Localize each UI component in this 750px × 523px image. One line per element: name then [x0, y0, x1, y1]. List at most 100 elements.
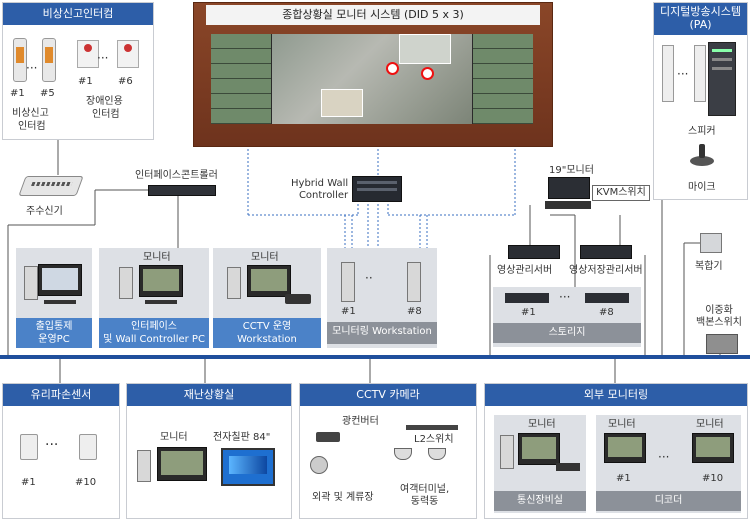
workstation-num-1: #1 [341, 306, 356, 317]
glass-sensor-icon [79, 434, 97, 460]
cctv-workstation-panel: 모니터 CCTV 운영 Workstation [213, 248, 321, 348]
decoder-label: 디코더 [596, 491, 741, 511]
storage-panel: ··· #1 #8 스토리지 [493, 287, 641, 347]
l2-switch-device-icon [406, 425, 458, 430]
storage-num-1: #1 [521, 307, 536, 318]
optical-converter-label: 광컨버터 [342, 416, 379, 427]
backbone-label: 이중화 백본스위치 [696, 305, 742, 328]
disaster-room-panel: 재난상황실 모니터 전자칠판 84" [126, 383, 292, 519]
smart-board-icon [221, 448, 275, 486]
cctv-camera-panel: CCTV 카메라 광컨버터 L2스위치 외곽 및 계류장 여객터미널, 동력동 [299, 383, 477, 519]
interface-controller-icon [148, 185, 216, 196]
video-wall-title: 종합상황실 모니터 시스템 (DID 5 x 3) [206, 5, 540, 25]
access-control-label: 출입통제 운영PC [16, 318, 92, 348]
monitor19-label: 19"모니터 [549, 165, 594, 176]
speaker-icon [662, 45, 674, 102]
interface-controller-label: 인터페이스콘트롤러 [135, 170, 218, 181]
monitor-icon [139, 265, 183, 297]
decoder-monitor-label-1: 모니터 [608, 419, 636, 430]
smart-board-label: 전자칠판 84" [213, 432, 271, 443]
monitor-icon [157, 447, 207, 481]
accessible-label-2: 인터컴 [92, 109, 120, 120]
ptz-controller-icon [556, 463, 580, 471]
external-monitoring-title: 외부 모니터링 [485, 384, 747, 406]
emergency-intercom-panel: 비상신고인터컴 [2, 2, 154, 140]
workstation-dots: ·· [365, 271, 373, 285]
network-bus [0, 355, 750, 359]
pc-tower-icon [227, 267, 241, 299]
access-control-panel: 출입통제 운영PC [16, 248, 92, 348]
glass-num-10: #10 [75, 477, 97, 488]
speaker-label: 스피커 [688, 126, 716, 137]
microphone-icon [688, 144, 716, 168]
comm-room-panel: 모니터 통신장비실 [494, 415, 586, 513]
server-rack-icon [508, 245, 560, 259]
emergency-intercom-title: 비상신고인터컴 [3, 3, 153, 25]
server-rack-icon [580, 245, 632, 259]
video-mgmt-server-label: 영상관리서버 [497, 265, 553, 276]
storage-unit-icon [505, 293, 549, 303]
hybrid-wall-label: Hybrid Wall Controller [291, 178, 349, 201]
microphone-label: 마이크 [688, 182, 716, 193]
printer-label: 복합기 [695, 261, 723, 272]
pc-tower-icon [341, 262, 355, 302]
decoder-num-1: #1 [616, 473, 631, 484]
dome-camera-icon [394, 448, 412, 460]
accessible-num-1: #1 [78, 76, 93, 87]
kvm-switch-label: KVM스위치 [592, 185, 650, 201]
intercom-device-icon [13, 38, 27, 82]
glass-num-1: #1 [21, 477, 36, 488]
fixed-camera-icon [316, 432, 340, 442]
intercom-num-1: #1 [10, 88, 25, 99]
pc-tower-icon [24, 266, 38, 300]
intercom-label-2: 인터컴 [18, 121, 46, 132]
intercom-dots: ··· [26, 61, 38, 75]
hybrid-wall-controller-icon [352, 176, 402, 202]
monitor-label: 모니터 [143, 252, 171, 263]
disaster-monitor-label: 모니터 [160, 432, 188, 443]
external-monitoring-panel: 외부 모니터링 모니터 통신장비실 모니터 모니터 ··· #1 #10 디코더 [484, 383, 748, 519]
disaster-room-title: 재난상황실 [127, 384, 291, 406]
pc-tower-icon [407, 262, 421, 302]
glass-break-title: 유리파손센서 [3, 384, 119, 406]
cctv-workstation-label: CCTV 운영 Workstation [213, 318, 321, 348]
intercom-label-1: 비상신고 [12, 108, 49, 119]
master-receiver-icon [18, 176, 84, 196]
decoder-dots: ··· [658, 450, 670, 464]
glass-dots: ··· [45, 437, 59, 453]
dome-camera-icon [428, 448, 446, 460]
monitor-label: 모니터 [251, 252, 279, 263]
monitor-icon [247, 265, 291, 297]
backbone-switch-icon [706, 334, 738, 354]
monitoring-workstation-panel: ·· #1 #8 모니터링 Workstation [327, 248, 437, 348]
comm-room-label: 통신장비실 [494, 491, 586, 511]
accessible-num-6: #6 [118, 76, 133, 87]
decoder-num-10: #10 [702, 473, 724, 484]
monitor-icon [518, 433, 560, 465]
decoder-monitor-label-2: 모니터 [696, 419, 724, 430]
glass-sensor-icon [20, 434, 38, 460]
terminal-label: 여객터미널, 동력동 [400, 484, 450, 507]
interface-pc-label: 인터페이스 및 Wall Controller PC [99, 318, 209, 348]
interface-pc-panel: 모니터 인터페이스 및 Wall Controller PC [99, 248, 209, 348]
kvm-keyboard-icon [545, 201, 591, 209]
storage-unit-icon [585, 293, 629, 303]
lcd-monitor-icon [548, 177, 590, 199]
glass-break-panel: 유리파손센서 ··· #1 #10 [2, 383, 120, 519]
l2-switch-label: L2스위치 [414, 434, 454, 445]
pc-tower-icon [119, 267, 133, 299]
did-screen [211, 34, 533, 124]
accessible-intercom-icon [77, 40, 99, 68]
ptz-camera-icon [310, 456, 328, 474]
storage-dots: ··· [559, 290, 571, 304]
speaker-icon [694, 45, 706, 102]
decoder-panel: 모니터 모니터 ··· #1 #10 디코더 [596, 415, 741, 513]
monitoring-workstation-label: 모니터링 Workstation [327, 322, 437, 344]
video-wall-panel: 종합상황실 모니터 시스템 (DID 5 x 3) [193, 2, 553, 147]
pc-tower-icon [500, 435, 514, 469]
pa-system-title: 디지털방송시스템 (PA) [654, 3, 747, 35]
intercom-num-5: #5 [40, 88, 55, 99]
storage-label: 스토리지 [493, 323, 641, 343]
cctv-camera-title: CCTV 카메라 [300, 384, 476, 406]
workstation-num-8: #8 [407, 306, 422, 317]
